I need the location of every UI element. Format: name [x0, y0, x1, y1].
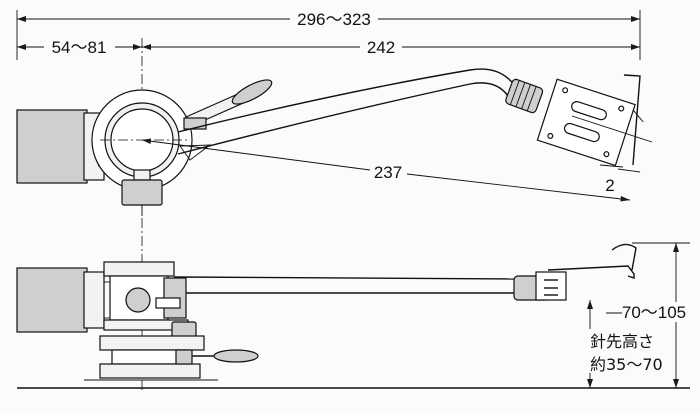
- arm-rest-side: [155, 297, 181, 309]
- height-label-bg: [622, 302, 686, 322]
- overall-length-dimension: [16, 10, 641, 60]
- mounting-flange: [99, 335, 205, 351]
- base-height-label: 70～105: [622, 303, 686, 322]
- top-view: [16, 68, 653, 216]
- overhang-extension-a: [599, 164, 624, 168]
- finger-lift-top: [623, 74, 641, 166]
- arm-tube-upper-edge: [177, 68, 516, 133]
- arm-tube-lower-edge: [177, 82, 509, 155]
- headshell-top: [536, 78, 644, 167]
- pivot-length-label: 242: [367, 38, 395, 57]
- stylus-height-arrow-top: [587, 300, 593, 309]
- stylus-height-title: 針先高さ: [590, 332, 654, 351]
- stylus-axis-line: [571, 115, 653, 143]
- overhang-extension-b: [617, 168, 641, 173]
- effective-length-line-right: [406, 173, 631, 201]
- arm-tube-side-top: [173, 276, 521, 280]
- arm-rest-clip: [183, 117, 207, 130]
- overall-length-label: 296～323: [297, 10, 371, 29]
- bearing-hub: [125, 287, 151, 313]
- finger-lift-side: [611, 243, 637, 271]
- counterweight-side-ring: [83, 271, 105, 329]
- effective-length-label: 237: [374, 163, 402, 182]
- pivot-length-dimension: [142, 44, 640, 50]
- stylus-height-value: 約35～70: [590, 355, 663, 374]
- lift-lever-handle: [213, 349, 259, 363]
- anti-skate-knob-top: [121, 179, 163, 206]
- headshell-side-plate: [547, 265, 635, 279]
- lock-screw: [175, 349, 193, 365]
- headshell-connector: [505, 78, 544, 114]
- counterweight-top: [16, 109, 88, 184]
- stylus-height-label-bg: [584, 329, 648, 373]
- pivot-neck: [133, 169, 151, 181]
- bearing-cap: [103, 261, 175, 277]
- counterweight-side: [16, 267, 88, 333]
- overhang-label: 2: [605, 176, 614, 195]
- rear-overhang-label: 54～81: [52, 38, 107, 57]
- mounting-base: [99, 363, 201, 379]
- cartridge-side: [535, 271, 567, 301]
- rear-overhang-dimension: [17, 44, 142, 50]
- stylus-height-arrow-bottom: [587, 379, 593, 388]
- mounting-collar: [111, 349, 187, 365]
- effective-length-arrow-right: [620, 196, 630, 202]
- arm-tube-collar: [179, 144, 212, 161]
- height-arrow-top: [673, 243, 679, 252]
- effective-length-line-left: [141, 139, 371, 171]
- side-view: [16, 242, 690, 389]
- effective-length-arrow-left: [142, 138, 151, 144]
- arm-lift-handle: [231, 79, 273, 105]
- height-arrow-bottom: [673, 379, 679, 388]
